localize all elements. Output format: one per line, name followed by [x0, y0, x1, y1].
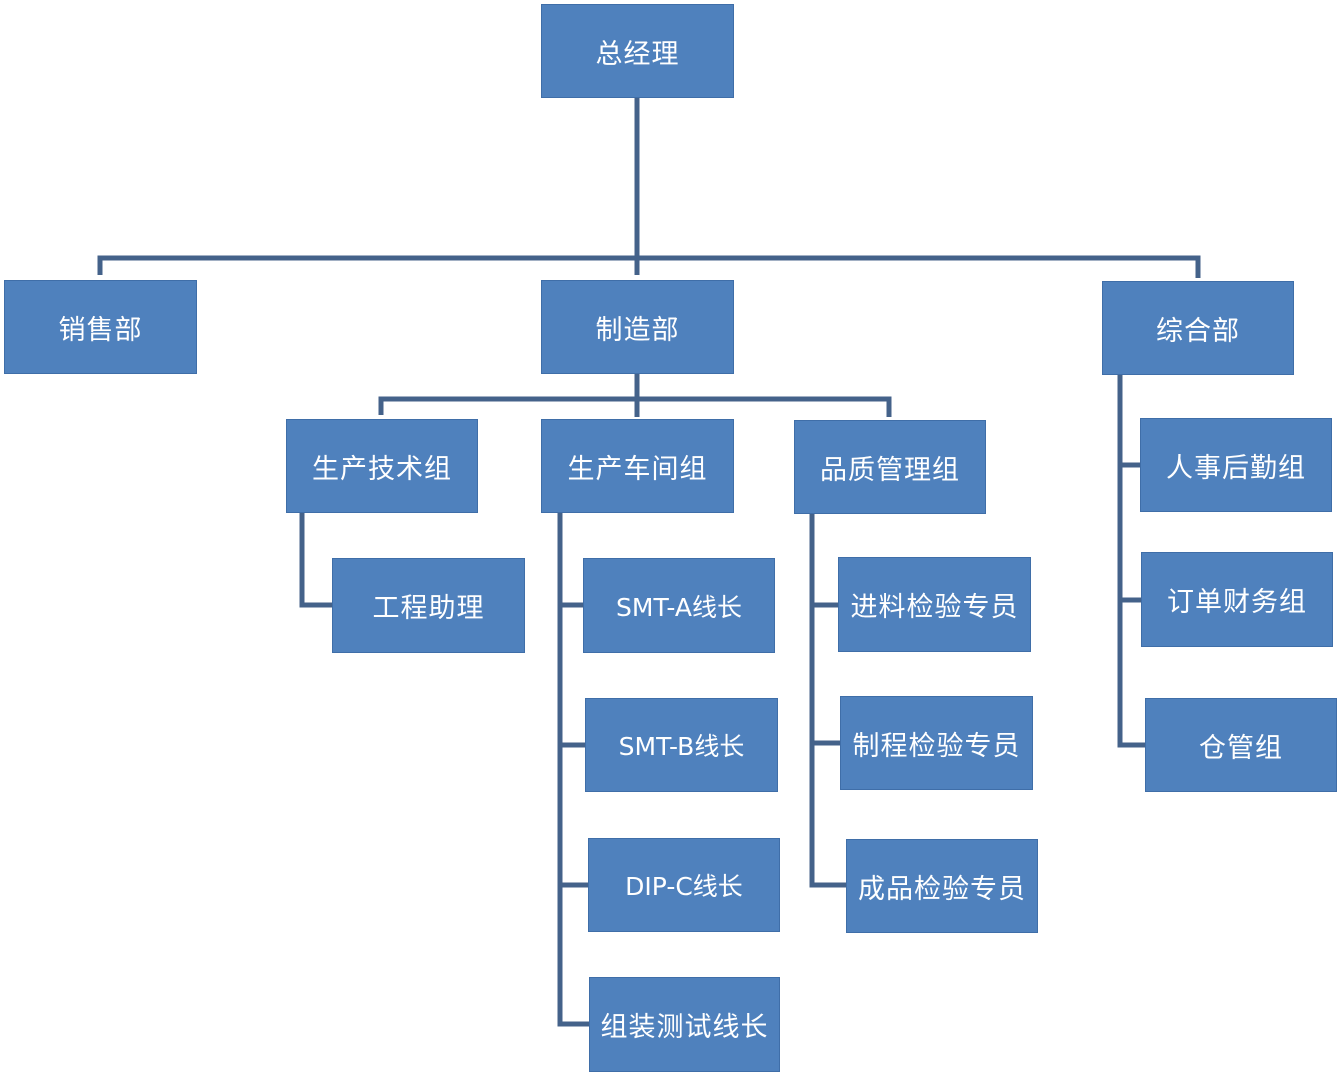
connector-level1-bus	[97, 255, 1201, 278]
node-engineering-assistant: 工程助理	[332, 558, 525, 653]
node-incoming-inspector: 进料检验专员	[838, 557, 1031, 652]
node-warehouse-group: 仓管组	[1145, 698, 1337, 792]
connector-general-spine	[1117, 375, 1145, 748]
node-order-finance-group: 订单财务组	[1141, 552, 1333, 647]
connector-workshop-spine	[557, 513, 589, 1027]
node-dip-c-line-lead: DIP-C线长	[588, 838, 780, 932]
node-tech-group: 生产技术组	[286, 419, 478, 513]
node-workshop-group: 生产车间组	[541, 419, 734, 513]
node-hr-logistics-group: 人事后勤组	[1140, 418, 1332, 512]
node-general-dept: 综合部	[1102, 281, 1294, 375]
node-smt-a-line-lead: SMT-A线长	[583, 558, 775, 653]
node-quality-group: 品质管理组	[794, 420, 986, 514]
node-smt-b-line-lead: SMT-B线长	[585, 698, 778, 792]
connector-groups-bus	[378, 396, 892, 417]
node-final-inspector: 成品检验专员	[846, 839, 1038, 933]
node-general-manager: 总经理	[541, 4, 734, 98]
connector-tech-assistant	[299, 513, 332, 608]
node-process-inspector: 制程检验专员	[840, 696, 1033, 790]
node-manufacturing-dept: 制造部	[541, 280, 734, 374]
node-sales-dept: 销售部	[4, 280, 197, 374]
node-assembly-test-line-lead: 组装测试线长	[589, 977, 780, 1072]
connector-quality-spine	[809, 514, 846, 888]
